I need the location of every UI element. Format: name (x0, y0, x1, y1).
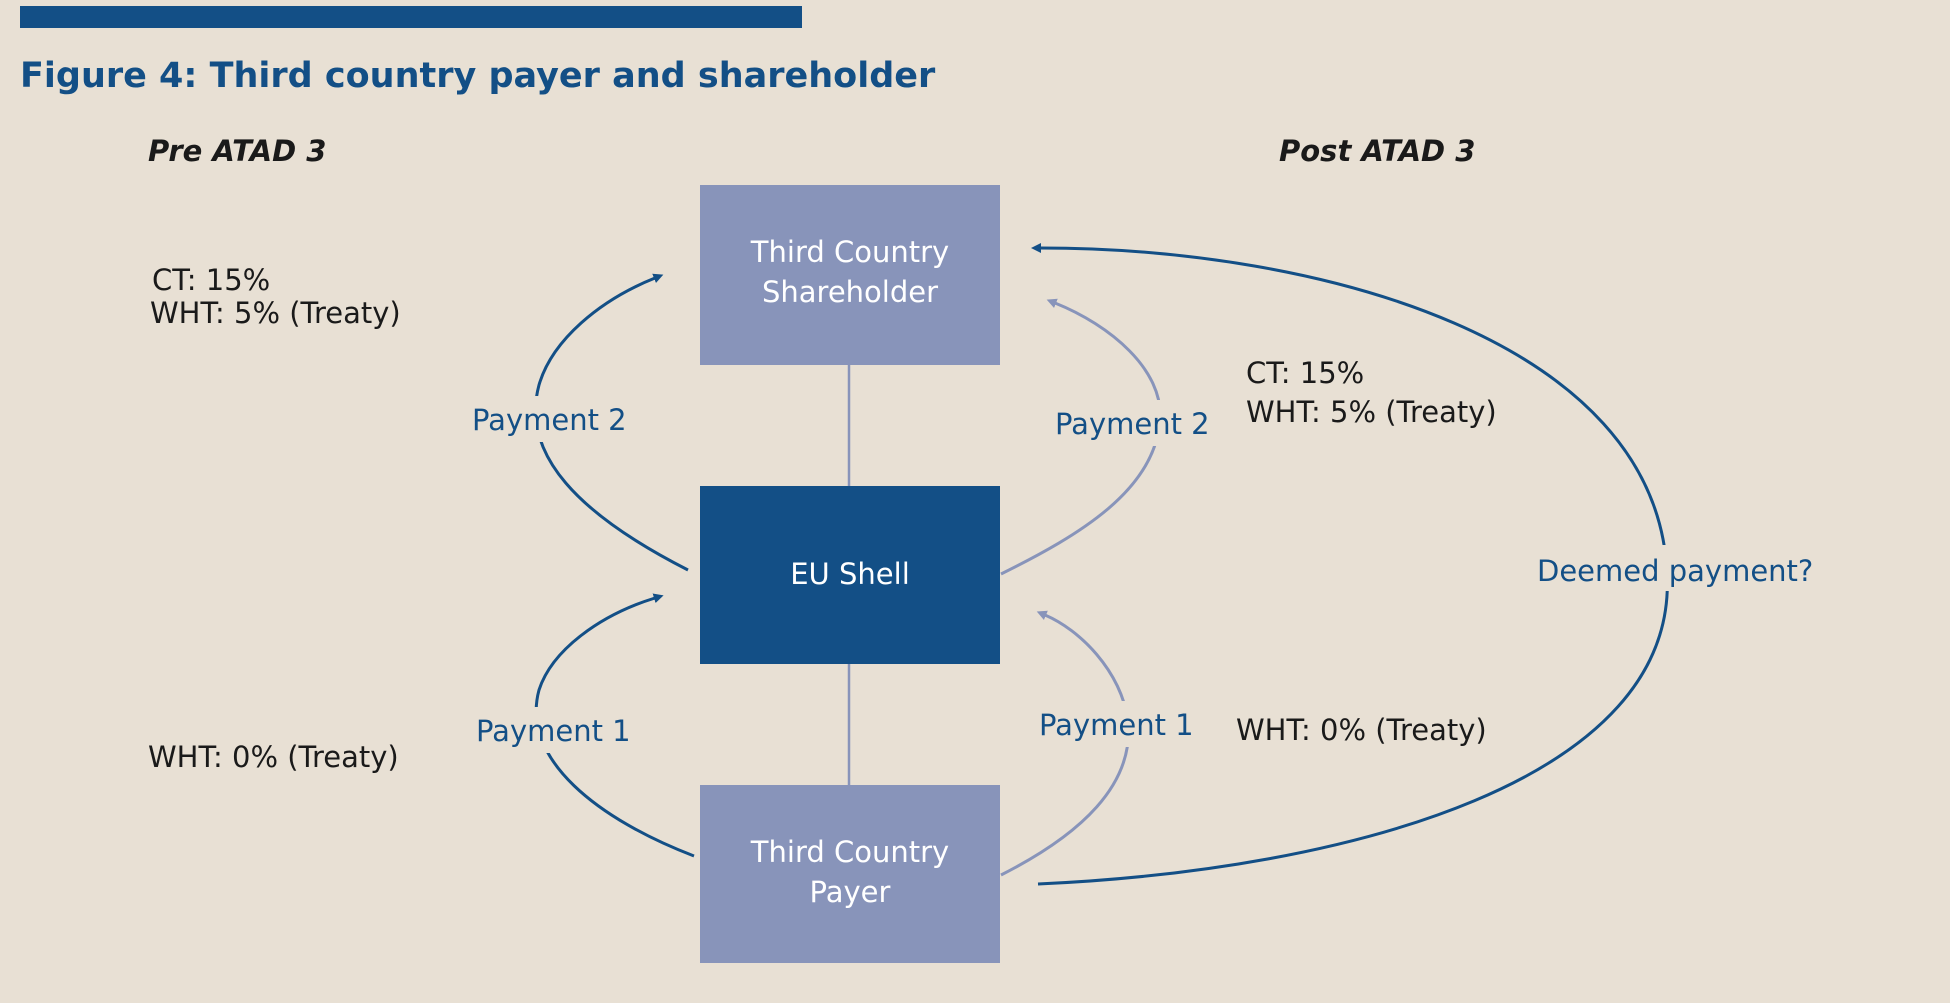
post-payment-1-label-bg (1033, 701, 1199, 747)
pre-wht-5-note: WHT: 5% (Treaty) (150, 296, 401, 330)
figure-title: Figure 4: Third country payer and shareh… (20, 56, 936, 96)
payer-box: Third Country Payer (700, 785, 1000, 963)
deemed-payment-label: Deemed payment? (1537, 554, 1813, 588)
post-wht-5-note: WHT: 5% (Treaty) (1246, 395, 1497, 429)
pre-ct-note: CT: 15% (152, 263, 270, 297)
pre-wht-0-note: WHT: 0% (Treaty) (148, 740, 399, 774)
deemed-payment-label-bg (1530, 545, 1812, 591)
post-payment-2-label: Payment 2 (1055, 407, 1210, 441)
pre-payment-1-label-bg (470, 707, 636, 753)
payer-label-line2: Payer (810, 875, 891, 909)
post-payment-1-label: Payment 1 (1039, 708, 1194, 742)
post-ct-note: CT: 15% (1246, 356, 1364, 390)
post-wht-0-note: WHT: 0% (Treaty) (1236, 713, 1487, 747)
post-payment-2-label-bg (1049, 400, 1215, 446)
shareholder-label-line1: Third Country (750, 235, 949, 269)
post-atad-heading: Post ATAD 3 (1279, 134, 1475, 168)
pre-payment-2-label-bg (466, 396, 632, 442)
eu-shell-box: EU Shell (700, 486, 1000, 664)
title-accent-bar (20, 6, 802, 28)
pre-payment-2-label: Payment 2 (472, 403, 627, 437)
shareholder-box: Third Country Shareholder (700, 185, 1000, 365)
pre-atad-heading: Pre ATAD 3 (148, 134, 326, 168)
pre-payment-1-label: Payment 1 (476, 714, 631, 748)
pre-payment-1-arrow (534, 593, 695, 858)
payer-label-line1: Third Country (750, 835, 949, 869)
shareholder-label-line2: Shareholder (762, 275, 938, 309)
eu-shell-label: EU Shell (790, 557, 910, 591)
